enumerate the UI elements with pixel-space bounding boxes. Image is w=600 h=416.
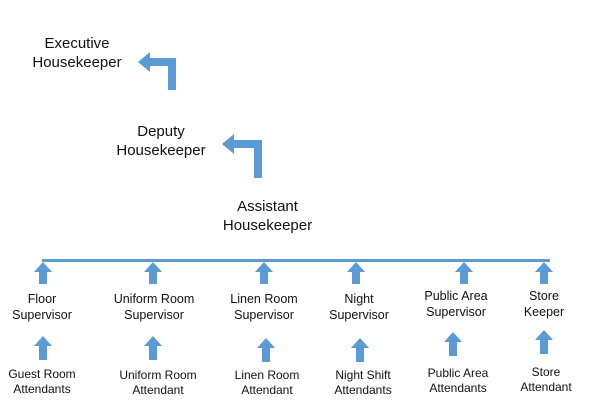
- supervisor-label-4: Public Area Supervisor: [406, 289, 506, 320]
- staff-up-arrow-icon: [144, 336, 162, 360]
- supervisor-2-line1: Linen Room: [230, 292, 298, 306]
- staff-1-line2: Attendant: [132, 383, 184, 397]
- supervisor-up-arrow-icon: [34, 262, 52, 284]
- executive-line1: Executive: [44, 35, 110, 52]
- staff-5-line1: Store: [531, 365, 561, 379]
- staff-4-line2: Attendants: [429, 381, 487, 395]
- staff-1-line1: Uniform Room: [119, 368, 197, 382]
- staff-up-arrow-icon: [351, 338, 369, 362]
- staff-label-4: Public Area Attendants: [408, 366, 508, 396]
- staff-0-line1: Guest Room: [8, 367, 76, 381]
- staff-3-line2: Attendants: [334, 383, 392, 397]
- staff-up-arrow-icon: [444, 332, 462, 356]
- supervisor-2-line2: Supervisor: [234, 307, 294, 322]
- supervisor-0-line1: Floor: [27, 292, 57, 306]
- supervisor-up-arrow-icon: [455, 262, 473, 284]
- assistant-line1: Assistant: [237, 198, 298, 215]
- staff-label-1: Uniform Room Attendant: [108, 368, 208, 398]
- supervisor-3-line2: Supervisor: [329, 307, 389, 322]
- executive-housekeeper-label: Executive Housekeeper: [22, 35, 132, 73]
- supervisor-label-2: Linen Room Supervisor: [216, 292, 312, 323]
- supervisor-3-line1: Night: [344, 292, 374, 306]
- staff-up-arrow-icon: [535, 330, 553, 354]
- supervisor-up-arrow-icon: [255, 262, 273, 284]
- staff-up-arrow-icon: [257, 338, 275, 362]
- supervisor-1-line2: Supervisor: [124, 307, 184, 322]
- staff-2-line1: Linen Room: [234, 368, 300, 382]
- supervisor-up-arrow-icon: [144, 262, 162, 284]
- staff-4-line1: Public Area: [427, 366, 489, 380]
- staff-2-line2: Attendant: [241, 383, 293, 397]
- executive-line2: Housekeeper: [32, 53, 122, 71]
- assistant-housekeeper-label: Assistant Housekeeper: [210, 198, 325, 236]
- staff-label-0: Guest Room Attendants: [0, 367, 87, 397]
- supervisor-label-5: Store Keeper: [504, 289, 584, 320]
- staff-label-5: Store Attendant: [506, 365, 586, 395]
- bent-arrow-executive-head: [138, 52, 150, 72]
- supervisor-label-1: Uniform Room Supervisor: [104, 292, 204, 323]
- connector-line: [42, 259, 550, 262]
- assistant-line2: Housekeeper: [222, 216, 313, 234]
- supervisor-5-line2: Keeper: [523, 304, 565, 319]
- supervisor-5-line1: Store: [529, 289, 559, 303]
- supervisor-up-arrow-icon: [535, 262, 553, 284]
- staff-up-arrow-icon: [34, 336, 52, 360]
- deputy-line1: Deputy: [137, 123, 185, 140]
- bent-arrow-executive-icon: [148, 58, 176, 90]
- bent-arrow-deputy-icon: [234, 140, 262, 178]
- supervisor-up-arrow-icon: [347, 262, 365, 284]
- supervisor-label-3: Night Supervisor: [311, 292, 407, 323]
- supervisor-0-line2: Supervisor: [12, 307, 72, 322]
- supervisor-1-line1: Uniform Room: [113, 292, 195, 306]
- staff-label-3: Night Shift Attendants: [315, 368, 411, 398]
- supervisor-4-line2: Supervisor: [426, 304, 486, 319]
- staff-3-line1: Night Shift: [335, 368, 391, 382]
- staff-label-2: Linen Room Attendant: [219, 368, 315, 398]
- staff-0-line2: Attendants: [13, 382, 71, 396]
- bent-arrow-deputy-head: [222, 134, 234, 154]
- supervisor-4-line1: Public Area: [424, 289, 488, 303]
- deputy-housekeeper-label: Deputy Housekeeper: [106, 123, 216, 161]
- deputy-line2: Housekeeper: [116, 141, 206, 159]
- supervisor-label-0: Floor Supervisor: [0, 292, 87, 323]
- staff-5-line2: Attendant: [520, 380, 572, 394]
